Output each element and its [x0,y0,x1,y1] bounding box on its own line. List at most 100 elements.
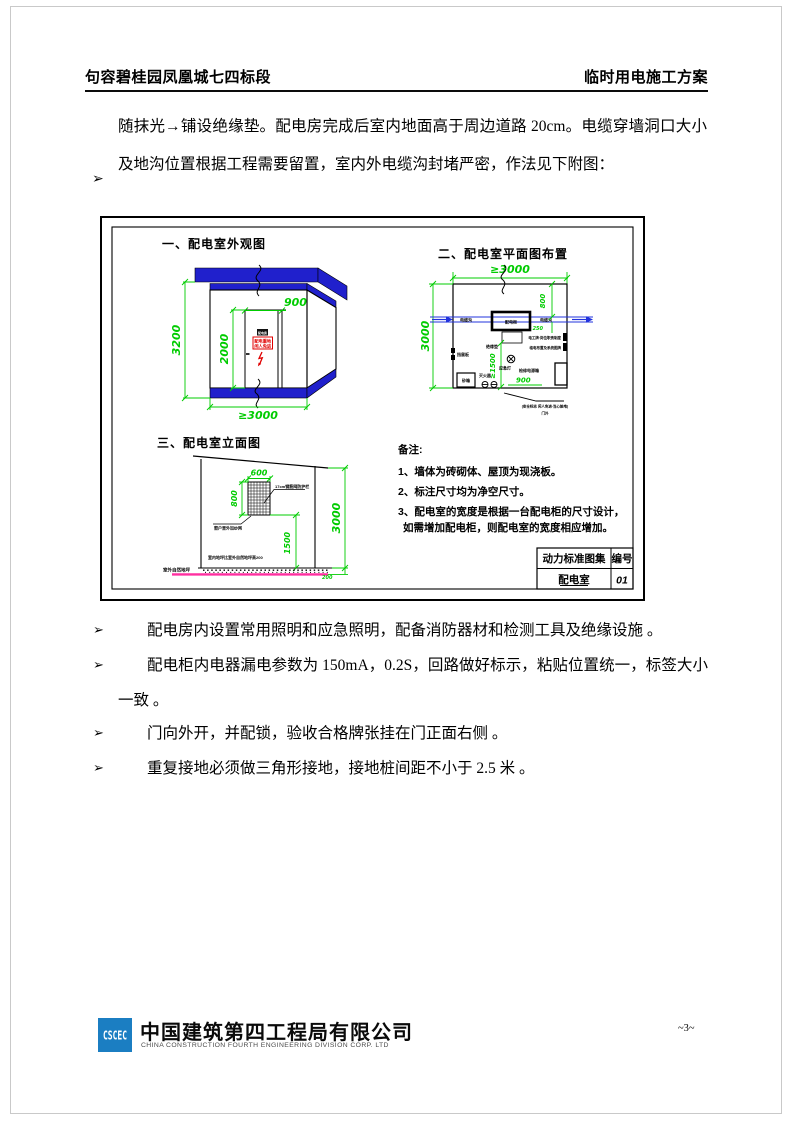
title-block-sheet-number: 01 [616,575,628,587]
extinguisher-label: 灭火器 [479,372,492,378]
dim-line-3200 [181,278,210,402]
plan-dim-left [429,280,453,392]
wall-board-1 [563,333,567,341]
lamp-icon [506,354,516,364]
plan-dim-left-text: 3000 [419,320,432,351]
company-logo-icon: CSCEC [98,1018,132,1052]
door-plate-text: 配电房 [258,330,267,335]
bullet-item-1: ➢ 配电房内设置常用照明和应急照明，配备消防器材和检测工具及绝缘设施 。 [85,613,708,648]
bullet-text: 重复接地必须做三角形接地，接地桩间距不小于 2.5 米 。 [147,760,535,777]
drawing-svg: 一、配电室外观图 配电房 配电重地 闲人免进 3200 2000 900 [100,216,645,601]
elev-mesh-leader [263,489,305,504]
warning-sign-line2: 闲人免进 [254,343,272,350]
elev-window-mesh [248,482,270,515]
plan-dim-1500-text: ≥1500 [489,353,497,378]
lamp-icon-cross [507,355,515,363]
rodent-board-icon-2 [451,355,455,360]
break-line-bottom [254,378,261,409]
header-project-title: 句容碧桂园凤凰城七四标段 [85,69,272,86]
bullet-marker: ➢ [93,658,104,673]
plan-dim-800-text: 800 [539,294,547,309]
roof-band-top-side [317,267,348,301]
company-name-cn: 中国建筑第四工程局有限公司 [140,1022,413,1044]
door-plate [257,329,268,336]
sand-box-label: 砂箱 [462,377,470,383]
elev-dim-1500 [270,511,300,572]
mat-label: 绝缘垫 [485,343,498,349]
notes-item-1: 1、墙体为砖砌体、屋顶为现浇板。 [398,465,561,478]
trench-arrow-left [446,316,453,323]
power-box-label: 检修电源箱 [519,367,539,373]
elev-dim-1500-text: 1500 [283,531,292,554]
wall-board-1-label: 电工牌·岗位职责制度 [528,335,561,340]
intro-paragraph: 随抹光→铺设绝缘垫。配电房完成后室内地面高于周边道路 20cm。电缆穿墙洞口大小… [118,118,707,173]
dim-text-ge3000: ≥3000 [238,409,278,422]
plan-dim-250-text: 250 [533,326,544,332]
rodent-board-icon-1 [451,348,455,353]
title-block-grid [537,548,633,589]
plan-dim-1500 [497,339,505,391]
plan-dim-900-text: 900 [516,377,531,385]
bullet-marker: ➢ [93,623,104,638]
cable-trench-lines [430,316,593,323]
warning-sign [252,336,273,350]
company-logo-text: CSCEC [102,1027,128,1043]
trench-label-right: 电缆沟 [540,316,552,322]
elev-ground-label: 室外自然地坪 [163,567,190,574]
panel-outer-border [100,216,645,601]
notes-item-3: 3、配电室的宽度是根据一台配电柜的尺寸设计， [398,505,624,518]
panel-inner-border [111,226,634,590]
wall-board-2-label: 临电布置及系统图牌 [530,345,562,350]
view1-title: 一、配电室外观图 [162,236,266,251]
elev-window-leader [213,515,252,525]
document-header: 句容碧桂园凤凰城七四标段 临时用电施工方案 [85,62,708,92]
break-line-top [255,264,262,297]
base-band-side [306,368,337,399]
lamp-label: 应急灯 [499,365,511,371]
footer: CSCEC 中国建筑第四工程局有限公司 CHINA CONSTRUCTION F… [98,1016,698,1066]
notes-item-4: 如需增加配电柜，则配电室的宽度相应增加。 [403,521,613,534]
bullet-text: 配电柜内电器漏电参数为 150mA，0.2S，回路做好标示，粘贴位置统一，标签大… [118,657,708,709]
notes-title: 备注: [397,443,423,456]
view3-elevation-drawing: 三、配电室立面图 600 800 17cm钢筋网防护栏 窗户里外加纱网 1500… [157,435,349,581]
drawing-panel: 一、配电室外观图 配电房 配电重地 闲人免进 3200 2000 900 [100,216,645,601]
dim-line-2000 [229,306,245,392]
bullet-item-3: ➢ 门向外开，并配锁，验收合格牌张挂在门正面右侧 。 [85,716,708,751]
dim-line-ge3000 [206,398,311,411]
trench-arrow-right [586,316,593,323]
wall-board-2 [563,343,567,351]
plan-dim-800 [548,280,556,321]
warning-sign-line1: 配电重地 [254,338,272,345]
elev-dim-800 [238,478,248,519]
elev-window-label: 窗户里外加纱网 [214,525,242,531]
lightning-bolt-tip [257,362,262,367]
view2-plan-drawing: 二、配电室平面图布置 ≥3000 3000 电缆沟 电缆沟 配电柜 绝缘垫 80… [419,246,593,416]
title-block-series: 动力标准图集 [543,552,606,565]
elev-dim-600 [244,475,274,482]
plan-break-line [500,264,507,295]
plan-dim-top-text: ≥3000 [490,263,530,276]
elev-roof-line [192,455,329,469]
bullet-marker: ➢ [93,761,104,776]
bullet-marker: ➢ [93,726,104,741]
bullet-text: 门向外开，并配锁，验收合格牌张挂在门正面右侧 。 [147,725,508,742]
title-block-name: 配电室 [558,573,590,586]
plan-leader-line [503,392,564,402]
elev-dim-600-text: 600 [251,469,268,478]
header-doc-title: 临时用电施工方案 [583,69,708,86]
cabinet-label: 配电柜 [505,318,517,324]
elev-dim-3000 [328,464,349,572]
plan-leader-text2: 门外 [542,411,550,416]
elev-floor-label: 室内地坪比室外自然地坪高200 [208,554,263,560]
page-number: ~3~ [678,1023,695,1034]
elev-dim-200 [328,568,348,575]
view1-exterior-drawing: 一、配电室外观图 配电房 配电重地 闲人免进 3200 2000 900 [162,236,348,422]
dim-text-900: 900 [284,296,307,309]
elev-dim-200-text: 200 [322,575,333,581]
distribution-cabinet [490,310,532,332]
elev-dim-800-text: 800 [230,490,239,507]
bullet-item-4: ➢ 重复接地必须做三角形接地，接地桩间距不小于 2.5 米 。 [85,751,708,786]
elev-window [247,481,271,516]
elev-walls-floor [198,459,332,569]
view3-title: 三、配电室立面图 [157,435,261,450]
